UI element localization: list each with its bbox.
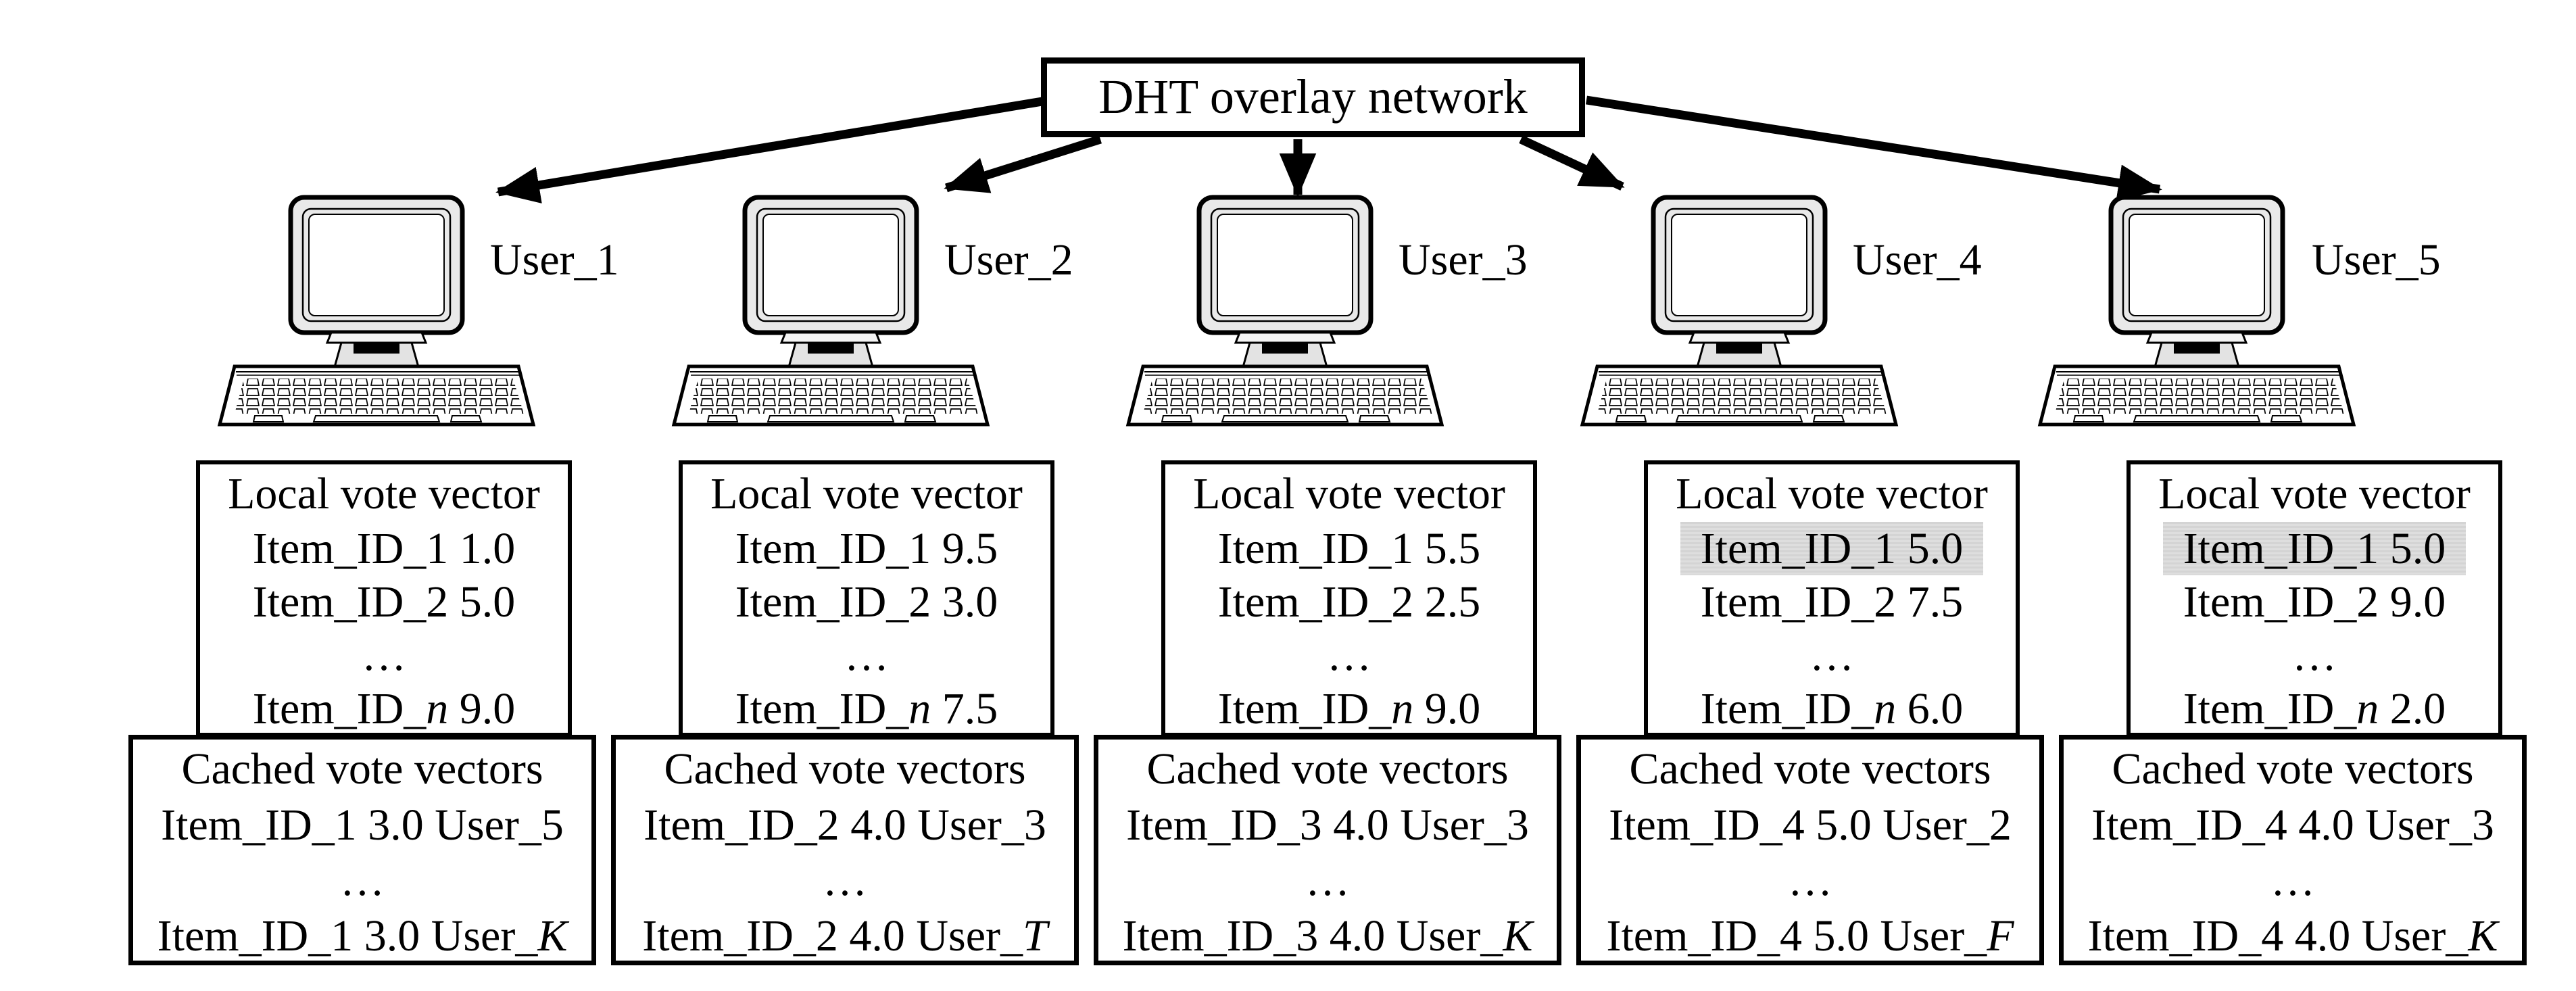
vote-row: Item_ID_n 6.0	[1700, 684, 1964, 733]
vote-row: Item_ID_n 9.0	[1217, 684, 1481, 733]
arrow-to-user-1	[495, 97, 1044, 203]
vote-row: Item_ID_2 4.0 User_3	[643, 800, 1046, 850]
local-vote-vector-box-4: Local vote vector Item_ID_1 5.0 Item_ID_…	[1644, 460, 2020, 737]
cached-vote-vectors-box-2: Cached vote vectors Item_ID_2 4.0 User_3…	[611, 735, 1079, 965]
user-label-4: User_4	[1853, 235, 1982, 285]
vote-row: Item_ID_4 4.0 User_K	[2087, 911, 2498, 961]
user-label-1: User_1	[490, 235, 619, 285]
dht-arrows	[495, 95, 2162, 203]
dht-overlay-network-box: DHT overlay network	[1041, 57, 1585, 137]
vote-row: Item_ID_2 3.0	[735, 577, 998, 627]
ellipsis-row: …	[844, 631, 889, 680]
vote-row-highlighted: Item_ID_1 5.0	[2131, 522, 2498, 575]
box-title: Local vote vector	[228, 469, 540, 518]
box-title: Cached vote vectors	[664, 744, 1026, 794]
box-title: Cached vote vectors	[1629, 744, 1991, 794]
box-title: Local vote vector	[2158, 469, 2471, 518]
ellipsis-row: …	[340, 856, 385, 905]
vote-row-highlighted: Item_ID_1 5.0	[1648, 522, 2016, 575]
vote-row: Item_ID_n 7.5	[735, 684, 998, 733]
cached-vote-vectors-box-5: Cached vote vectors Item_ID_4 4.0 User_3…	[2059, 735, 2527, 965]
vote-row: Item_ID_1 5.5	[1217, 524, 1481, 573]
computer-icon	[1582, 197, 1896, 425]
local-vote-vector-box-3: Local vote vector Item_ID_1 5.5 Item_ID_…	[1161, 460, 1537, 737]
ellipsis-row: …	[1327, 631, 1371, 680]
box-title: Cached vote vectors	[2112, 744, 2474, 794]
ellipsis-row: …	[2270, 856, 2315, 905]
computer-icon	[1128, 197, 1442, 425]
ellipsis-row: …	[1788, 856, 1832, 905]
vote-row: Item_ID_n 2.0	[2183, 684, 2446, 733]
vote-row: Item_ID_1 9.5	[735, 524, 998, 573]
vote-row: Item_ID_2 7.5	[1700, 577, 1964, 627]
vote-row: Item_ID_2 9.0	[2183, 577, 2446, 627]
box-title: Local vote vector	[1193, 469, 1505, 518]
user-label-2: User_2	[944, 235, 1073, 285]
box-title: Local vote vector	[710, 469, 1023, 518]
vote-row: Item_ID_n 9.0	[252, 684, 516, 733]
cached-vote-vectors-box-1: Cached vote vectors Item_ID_1 3.0 User_5…	[128, 735, 596, 965]
vote-row: Item_ID_1 3.0 User_5	[161, 800, 564, 850]
ellipsis-row: …	[1305, 856, 1350, 905]
vote-row: Item_ID_2 4.0 User_T	[642, 911, 1048, 961]
local-vote-vector-box-2: Local vote vector Item_ID_1 9.5 Item_ID_…	[679, 460, 1054, 737]
arrow-to-user-5	[1586, 95, 2162, 201]
vote-row: Item_ID_1 3.0 User_K	[157, 911, 568, 961]
ellipsis-row: …	[2292, 631, 2337, 680]
cached-vote-vectors-box-3: Cached vote vectors Item_ID_3 4.0 User_3…	[1094, 735, 1561, 965]
ellipsis-row: …	[823, 856, 867, 905]
arrow-to-user-2	[944, 135, 1102, 193]
vote-row: Item_ID_4 5.0 User_2	[1609, 800, 2012, 850]
cached-vote-vectors-box-4: Cached vote vectors Item_ID_4 5.0 User_2…	[1576, 735, 2044, 965]
ellipsis-row: …	[1809, 631, 1854, 680]
computer-icon	[674, 197, 988, 425]
box-title: Local vote vector	[1676, 469, 1988, 518]
vote-row: Item_ID_4 4.0 User_3	[2091, 800, 2494, 850]
vote-row: Item_ID_1 1.0	[252, 524, 516, 573]
arrow-to-user-4	[1519, 135, 1625, 191]
local-vote-vector-box-5: Local vote vector Item_ID_1 5.0 Item_ID_…	[2127, 460, 2502, 737]
vote-row: Item_ID_4 5.0 User_F	[1606, 911, 2014, 961]
user-label-3: User_3	[1399, 235, 1528, 285]
box-title: Cached vote vectors	[181, 744, 543, 794]
vote-row: Item_ID_2 5.0	[252, 577, 516, 627]
vote-row: Item_ID_3 4.0 User_3	[1126, 800, 1529, 850]
computer-icon	[2040, 197, 2354, 425]
vote-row: Item_ID_2 2.5	[1217, 577, 1481, 627]
box-title: Cached vote vectors	[1146, 744, 1509, 794]
user-label-5: User_5	[2312, 235, 2441, 285]
computer-icon	[220, 197, 533, 425]
ellipsis-row: …	[362, 631, 406, 680]
vote-row: Item_ID_3 4.0 User_K	[1122, 911, 1533, 961]
local-vote-vector-box-1: Local vote vector Item_ID_1 1.0 Item_ID_…	[196, 460, 572, 737]
